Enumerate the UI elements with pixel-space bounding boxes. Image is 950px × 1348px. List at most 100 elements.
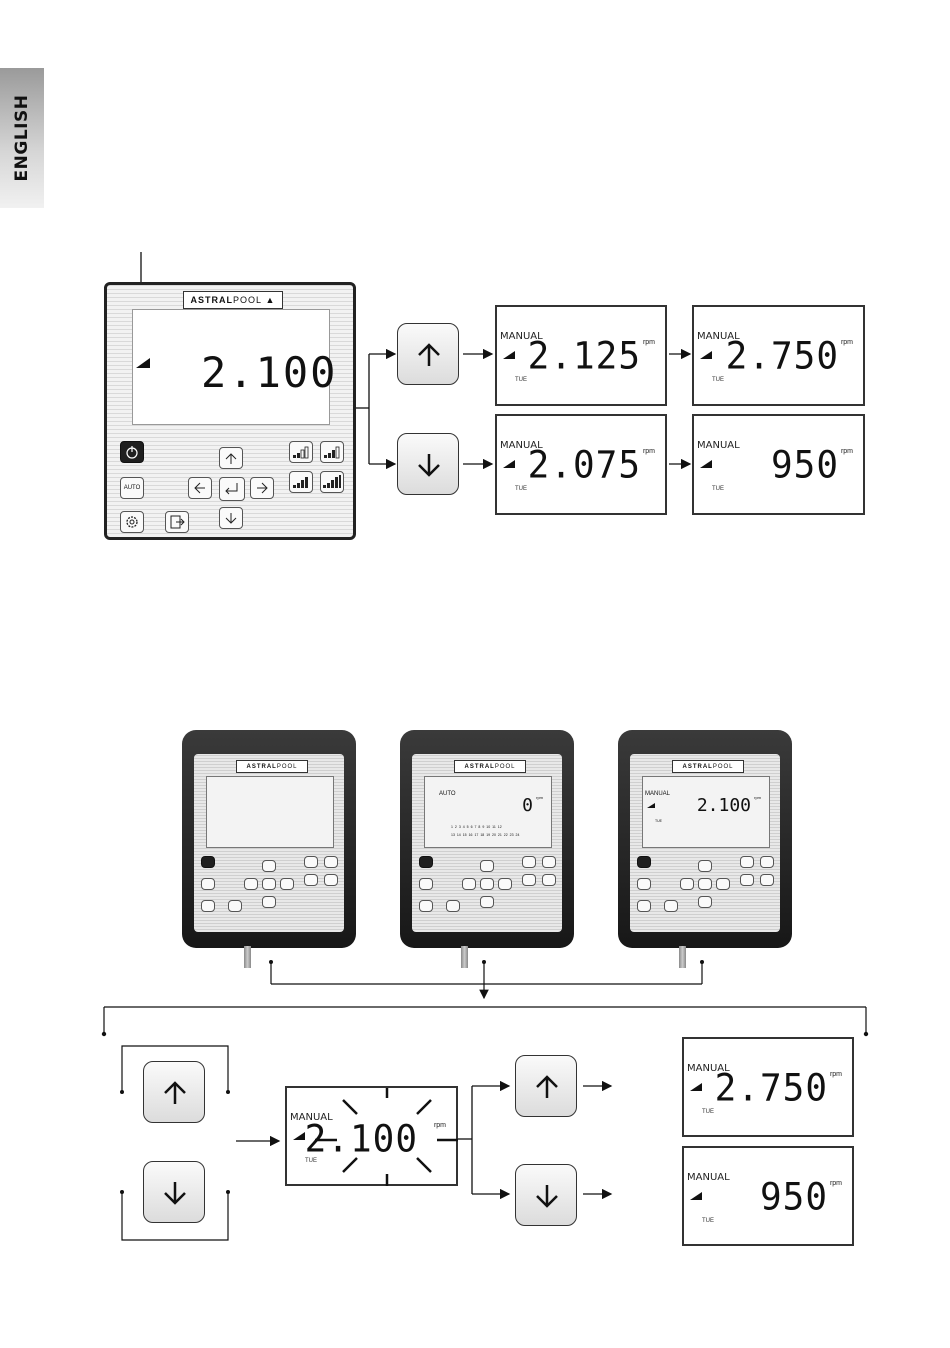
speed3-button[interactable] xyxy=(304,874,318,886)
down-button[interactable] xyxy=(397,433,459,495)
nav-right-button[interactable] xyxy=(498,878,512,890)
nav-up-button[interactable] xyxy=(480,860,494,872)
auto-button[interactable] xyxy=(419,878,433,890)
nav-left-button[interactable] xyxy=(680,878,694,890)
exit-button[interactable] xyxy=(664,900,678,912)
speed-value: 2.125 xyxy=(527,334,641,378)
speed2-button[interactable] xyxy=(542,856,556,868)
arrow-down-icon xyxy=(536,1185,558,1208)
speed-bars-icon xyxy=(136,358,150,368)
settings-button[interactable] xyxy=(120,511,144,533)
down-button[interactable] xyxy=(515,1164,577,1226)
unit-label: rpm xyxy=(754,795,761,800)
speed-bars-icon xyxy=(503,351,515,359)
day-label: TUE xyxy=(702,1109,714,1115)
mode-label: AUTO xyxy=(439,791,456,797)
arrow-up-icon xyxy=(164,1081,186,1104)
day-label: TUE xyxy=(305,1158,317,1164)
speed-value: 950 xyxy=(770,443,839,487)
nav-left-button[interactable] xyxy=(188,477,212,499)
speed1-button[interactable] xyxy=(522,856,536,868)
up-button[interactable] xyxy=(143,1061,205,1123)
unit-label: rpm xyxy=(642,448,655,455)
unit-label: rpm xyxy=(642,339,655,346)
settings-button[interactable] xyxy=(201,900,215,912)
nav-down-button[interactable] xyxy=(262,896,276,908)
arrow-left-icon xyxy=(194,482,205,494)
arrow-down-icon xyxy=(164,1182,186,1205)
speed4-button[interactable] xyxy=(542,874,556,886)
speed2-button[interactable] xyxy=(324,856,338,868)
settings-button[interactable] xyxy=(637,900,651,912)
auto-button[interactable] xyxy=(201,878,215,890)
nav-down-button[interactable] xyxy=(219,507,243,529)
nav-down-button[interactable] xyxy=(480,896,494,908)
nav-left-button[interactable] xyxy=(244,878,258,890)
exit-button[interactable] xyxy=(165,511,189,533)
nav-up-button[interactable] xyxy=(219,447,243,469)
speed1-button[interactable] xyxy=(740,856,754,868)
day-label: TUE xyxy=(712,486,724,492)
exit-button[interactable] xyxy=(446,900,460,912)
flashing-rays-icon xyxy=(315,1088,458,1186)
lcd-down-1: MANUAL TUE 2.075 rpm xyxy=(495,414,667,515)
speed4-button[interactable] xyxy=(320,471,344,493)
enter-button[interactable] xyxy=(262,878,276,890)
speed-value: 2.750 xyxy=(725,334,839,378)
speed3-button[interactable] xyxy=(289,471,313,493)
power-button[interactable] xyxy=(419,856,433,868)
auto-button[interactable] xyxy=(637,878,651,890)
speed3-button[interactable] xyxy=(740,874,754,886)
settings-button[interactable] xyxy=(419,900,433,912)
speed-bars-icon xyxy=(700,460,712,468)
up-button[interactable] xyxy=(397,323,459,385)
day-label: TUE xyxy=(515,486,527,492)
nav-left-button[interactable] xyxy=(462,878,476,890)
nav-right-button[interactable] xyxy=(280,878,294,890)
speed3-button[interactable] xyxy=(522,874,536,886)
power-button[interactable] xyxy=(637,856,651,868)
enter-button[interactable] xyxy=(480,878,494,890)
device-display: AUTO 0 rpm 1 2 3 4 5 6 7 8 9 10 11 12 13… xyxy=(424,776,552,848)
speed-level-3-icon xyxy=(293,477,308,488)
speed4-button[interactable] xyxy=(760,874,774,886)
speed-bars-icon xyxy=(700,351,712,359)
exit-button[interactable] xyxy=(228,900,242,912)
power-button[interactable] xyxy=(120,441,144,463)
day-label: TUE xyxy=(702,1218,714,1224)
speed-bars-icon xyxy=(503,460,515,468)
power-button[interactable] xyxy=(201,856,215,868)
device-display: MANUAL 2.100 rpm TUE xyxy=(642,776,770,848)
speed2-button[interactable] xyxy=(760,856,774,868)
down-button[interactable] xyxy=(143,1161,205,1223)
nav-down-button[interactable] xyxy=(698,896,712,908)
mode-label: MANUAL xyxy=(697,331,740,342)
enter-icon xyxy=(225,483,238,495)
arrow-up-icon xyxy=(418,343,440,366)
nav-right-button[interactable] xyxy=(716,878,730,890)
speed1-button[interactable] xyxy=(304,856,318,868)
arrow-down-icon xyxy=(225,513,237,524)
nav-up-button[interactable] xyxy=(262,860,276,872)
speed1-button[interactable] xyxy=(289,441,313,463)
lcd-up-1: MANUAL TUE 2.125 rpm xyxy=(495,305,667,406)
unit-label: rpm xyxy=(829,1071,842,1078)
nav-up-button[interactable] xyxy=(698,860,712,872)
lcd-up-2: MANUAL TUE 2.750 rpm xyxy=(692,305,865,406)
arrow-up-icon xyxy=(225,453,237,464)
speed4-button[interactable] xyxy=(324,874,338,886)
device-display xyxy=(206,776,334,848)
up-button[interactable] xyxy=(515,1055,577,1117)
unit-label: rpm xyxy=(829,1180,842,1187)
auto-button[interactable]: AUTO xyxy=(120,477,144,499)
speed2-button[interactable] xyxy=(320,441,344,463)
enter-button[interactable] xyxy=(219,477,245,501)
enter-button[interactable] xyxy=(698,878,712,890)
cable xyxy=(244,946,251,968)
nav-right-button[interactable] xyxy=(250,477,274,499)
